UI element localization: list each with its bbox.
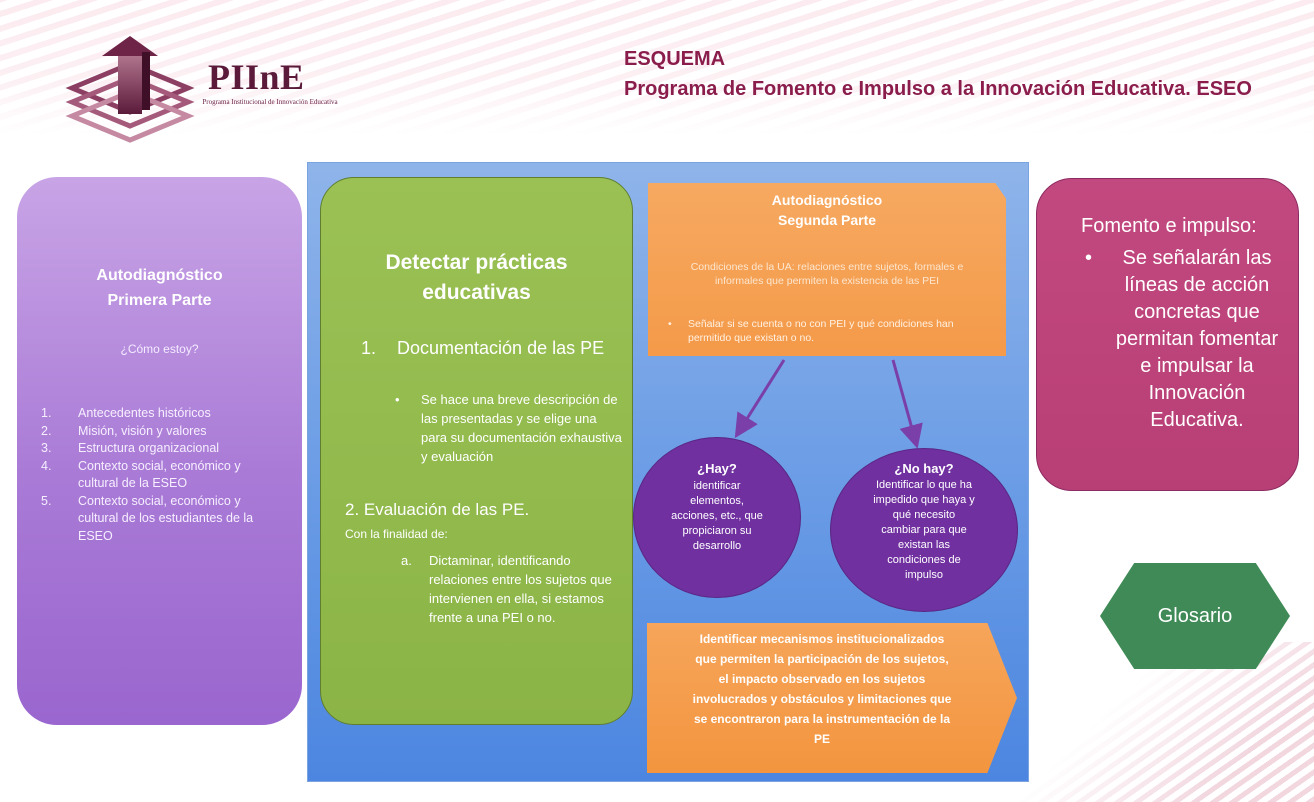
glosario-label: Glosario	[1157, 604, 1233, 627]
evaluacion-item-letter: a.	[401, 553, 412, 568]
documentacion-bullet-text: Se hace una breve descripción de las pre…	[421, 392, 622, 464]
primera-parte-title-line1: Autodiagnóstico	[96, 267, 223, 284]
mecanismos-line: que permiten la participación de los suj…	[695, 652, 949, 666]
detectar-practicas-title: Detectar prácticas educativas	[321, 248, 632, 308]
bullet-icon: •	[1085, 247, 1093, 269]
fomento-impulso-panel[interactable]: Fomento e impulso: • Se señalarán las lí…	[1036, 178, 1299, 491]
fomento-line: e impulsar la	[1140, 355, 1254, 377]
list-item: 1. Antecedentes históricos	[41, 405, 284, 423]
no-hay-line: impedido que haya y	[873, 494, 975, 506]
fomento-line: Educativa.	[1150, 409, 1244, 431]
fomento-title: Fomento e impulso:	[1081, 215, 1257, 237]
no-hay-line: existan las	[898, 539, 950, 551]
logo-title: PIInE	[208, 57, 305, 97]
page-subtitle: Programa de Fomento e Impulso a la Innov…	[624, 78, 1252, 100]
segunda-parte-title-line2: Segunda Parte	[777, 212, 877, 228]
detectar-title-line1: Detectar prácticas	[385, 251, 568, 274]
primera-parte-title-line2: Primera Parte	[107, 292, 212, 309]
list-item: 4. Contexto social, económico y cultural …	[41, 458, 284, 493]
mecanismos-arrow-box[interactable]: Identificar mecanismos institucionalizad…	[647, 623, 1017, 773]
list-item-number: 1.	[41, 406, 52, 420]
list-item-number: 4.	[41, 458, 52, 473]
list-item: 5. Contexto social, económico y cultural …	[41, 493, 284, 546]
list-item-text: Estructura organizacional	[78, 441, 220, 455]
no-hay-line: qué necesito	[892, 509, 956, 521]
list-item-text: Misión, visión y valores	[78, 423, 207, 438]
logo-emblem-icon	[65, 36, 195, 143]
logo-subtitle: Programa Institucional de Innovación Edu…	[202, 98, 338, 106]
no-hay-line: cambiar para que	[881, 524, 967, 536]
no-hay-line: condiciones de	[887, 554, 961, 566]
segunda-parte-title: Autodiagnóstico Segunda Parte	[648, 190, 1006, 230]
autodiagnostico-primera-parte-panel[interactable]: Autodiagnóstico Primera Parte ¿Cómo esto…	[17, 177, 302, 725]
fomento-bullet: • Se señalarán las líneas de acción conc…	[1085, 245, 1295, 434]
mecanismos-line: Identificar mecanismos institucionalizad…	[699, 632, 945, 646]
hay-title: ¿Hay?	[697, 461, 737, 476]
list-item-text: Contexto social, económico y cultural de…	[78, 493, 254, 543]
list-item-text: Antecedentes históricos	[78, 406, 211, 420]
mecanismos-line: PE	[813, 732, 830, 746]
fomento-bullet-text: Se señalarán las líneas de acción concre…	[1099, 245, 1295, 434]
hay-circle[interactable]: ¿Hay? identificar elementos, acciones, e…	[633, 437, 801, 598]
detectar-title-line2: educativas	[422, 281, 531, 304]
no-hay-circle[interactable]: ¿No hay? Identificar lo que ha impedido …	[830, 448, 1018, 612]
fomento-line: Innovación	[1148, 382, 1246, 404]
fomento-line: concretas que	[1134, 301, 1260, 323]
glosario-button[interactable]: Glosario	[1100, 563, 1290, 669]
hay-line: desarrollo	[692, 540, 742, 552]
arrow-to-nohay	[891, 359, 923, 449]
no-hay-line: impulso	[905, 569, 943, 581]
arrow-to-hay	[734, 359, 786, 439]
segunda-parte-title-line1: Autodiagnóstico	[771, 192, 883, 208]
list-item: 3. Estructura organizacional	[41, 440, 284, 458]
hay-line: identificar	[693, 480, 741, 492]
hay-line: propiciaron su	[682, 525, 752, 537]
primera-parte-question: ¿Cómo estoy?	[120, 342, 199, 356]
segunda-parte-text: Condiciones de la UA: relaciones entre s…	[690, 261, 964, 287]
autodiagnostico-segunda-parte-box[interactable]: Autodiagnóstico Segunda Parte Condicione…	[648, 183, 1006, 356]
page-title: ESQUEMA	[624, 48, 726, 70]
detectar-practicas-panel[interactable]: Detectar prácticas educativas 1. Documen…	[320, 177, 633, 725]
hay-text: identificar elementos, acciones, etc., q…	[634, 479, 800, 554]
hay-line: acciones, etc., que	[671, 510, 763, 522]
evaluacion-item: a. Dictaminar, identificando relaciones …	[401, 551, 616, 627]
segunda-parte-bullet-text: Señalar si se cuenta o no con PEI y qué …	[688, 318, 954, 344]
evaluacion-item-text: Dictaminar, identificando relaciones ent…	[429, 553, 612, 625]
header-fade	[0, 0, 1314, 135]
documentacion-number: 1.	[361, 338, 377, 358]
mecanismos-line: involucrados y obstáculos y limitaciones…	[692, 692, 952, 706]
mecanismos-line: se encontraron para la instrumentación d…	[693, 712, 951, 726]
list-item-number: 5.	[41, 493, 52, 508]
fomento-line: permitan fomentar	[1115, 328, 1279, 350]
list-item: 2. Misión, visión y valores	[41, 423, 284, 441]
documentacion-heading: 1. Documentación de las PE	[361, 336, 607, 360]
piine-logo: PIInE Programa Institucional de Innovaci…	[60, 30, 338, 145]
documentacion-title: Documentación de las PE	[397, 338, 605, 358]
bullet-icon: •	[395, 392, 400, 407]
list-item-text: Contexto social, económico y cultural de…	[78, 458, 241, 491]
mecanismos-line: el impacto observado en los sujetos	[718, 672, 926, 686]
fomento-line: Se señalarán las	[1122, 247, 1272, 269]
bullet-icon: •	[668, 318, 672, 330]
list-item-number: 2.	[41, 423, 52, 438]
fomento-line: líneas de acción	[1124, 274, 1270, 296]
primera-parte-title: Autodiagnóstico Primera Parte	[17, 263, 302, 313]
no-hay-line: Identificar lo que ha	[875, 479, 972, 491]
list-item-number: 3.	[41, 441, 52, 455]
documentacion-bullet: • Se hace una breve descripción de las p…	[395, 390, 625, 466]
no-hay-text: Identificar lo que ha impedido que haya …	[831, 478, 1017, 583]
evaluacion-heading: 2. Evaluación de las PE.	[345, 500, 530, 519]
mecanismos-text: Identificar mecanismos institucionalizad…	[657, 629, 987, 749]
no-hay-title: ¿No hay?	[894, 461, 954, 476]
hay-line: elementos,	[690, 495, 744, 507]
evaluacion-subheading: Con la finalidad de:	[345, 527, 448, 541]
segunda-parte-bullet: • Señalar si se cuenta o no con PEI y qu…	[668, 317, 980, 345]
primera-parte-list: 1. Antecedentes históricos 2. Misión, visi…	[41, 405, 284, 545]
